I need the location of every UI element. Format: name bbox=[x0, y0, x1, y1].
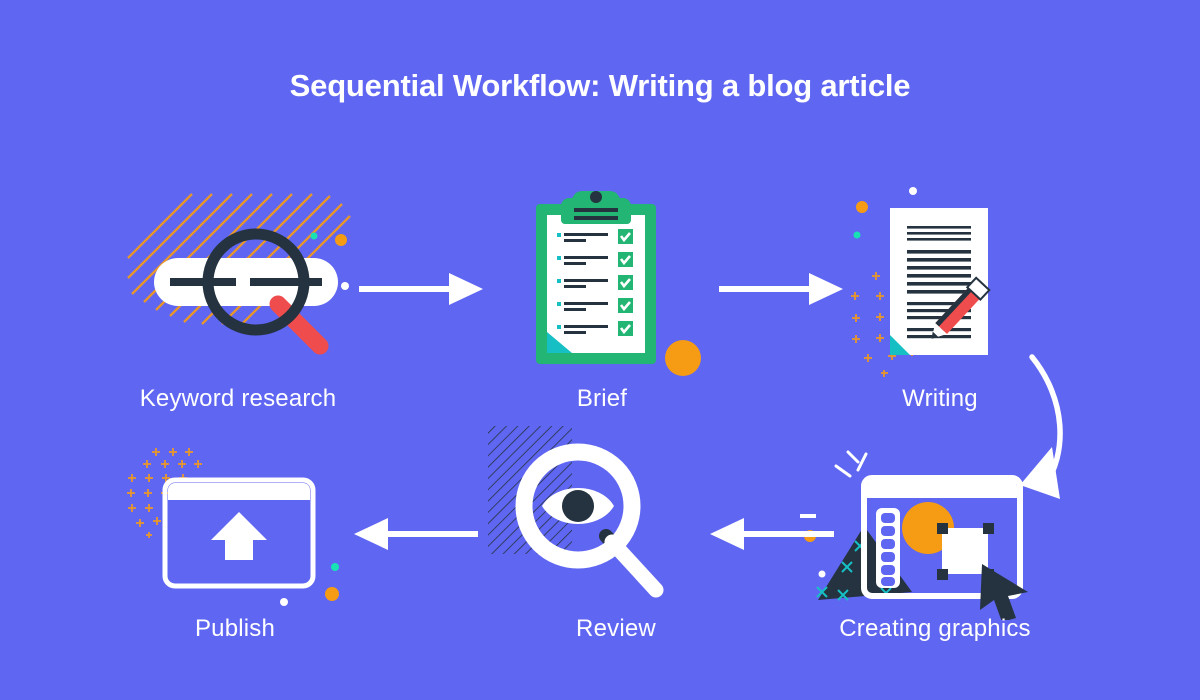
arrowhead-left bbox=[710, 518, 744, 550]
orange-dot bbox=[335, 234, 347, 246]
toolbar-buttons bbox=[881, 513, 895, 586]
teal-dot bbox=[853, 231, 861, 239]
magnifier-ring bbox=[515, 443, 641, 569]
design-window-titlebar bbox=[867, 480, 1017, 498]
connector-arrow-1 bbox=[355, 270, 490, 313]
pencil-icon bbox=[931, 276, 991, 339]
sparkle-lines bbox=[834, 450, 868, 478]
eye-pupil bbox=[562, 490, 594, 522]
white-dot bbox=[818, 570, 826, 578]
white-dot bbox=[909, 187, 917, 195]
arrowhead-down-left bbox=[1020, 447, 1060, 499]
step-icon-brief bbox=[520, 186, 720, 386]
step-label-brief: Brief bbox=[576, 385, 628, 412]
white-dot bbox=[280, 598, 288, 606]
arrowhead-right bbox=[809, 273, 843, 305]
design-window-frame bbox=[861, 475, 1023, 599]
folded-corner bbox=[890, 335, 910, 355]
upload-arrow-icon bbox=[211, 512, 267, 560]
magnifier-ring bbox=[202, 228, 310, 336]
browser-titlebar bbox=[168, 483, 310, 500]
white-dot bbox=[341, 282, 349, 290]
arrowhead-left bbox=[354, 518, 388, 550]
cursor-arrow-icon bbox=[980, 564, 1028, 622]
step-icon-review bbox=[480, 418, 720, 618]
teal-dot bbox=[331, 563, 339, 571]
clip-knob bbox=[590, 191, 602, 203]
checklist-rows bbox=[557, 229, 633, 336]
step-icon-publish bbox=[120, 440, 360, 620]
folded-corner bbox=[547, 332, 572, 353]
step-label-publish: Publish bbox=[194, 615, 276, 642]
connector-arrow-3 bbox=[1000, 335, 1110, 520]
teal-dot bbox=[310, 232, 318, 240]
selected-square-shape bbox=[942, 528, 988, 574]
connector-arrow-5 bbox=[352, 515, 482, 558]
step-label-review: Review bbox=[576, 615, 656, 642]
orange-dot bbox=[856, 201, 868, 213]
orange-circle-shape bbox=[902, 502, 954, 554]
step-icon-creating-graphics bbox=[782, 440, 1070, 622]
magnifier-handle bbox=[269, 295, 329, 355]
connector-arrow-4 bbox=[708, 515, 838, 558]
connector-arrow-2 bbox=[715, 270, 850, 313]
browser-window-frame bbox=[162, 477, 316, 589]
arrowhead-right bbox=[449, 273, 483, 305]
orange-circle-accent bbox=[665, 340, 701, 376]
step-label-writing: Writing bbox=[902, 385, 978, 412]
step-icon-writing bbox=[840, 180, 1050, 390]
page-title: Sequential Workflow: Writing a blog arti… bbox=[289, 68, 911, 103]
step-label-creating-graphics: Creating graphics bbox=[839, 615, 1031, 642]
step-label-keyword-research: Keyword research bbox=[139, 385, 337, 412]
orange-dot bbox=[325, 587, 339, 601]
step-icon-keyword-research bbox=[118, 186, 378, 386]
